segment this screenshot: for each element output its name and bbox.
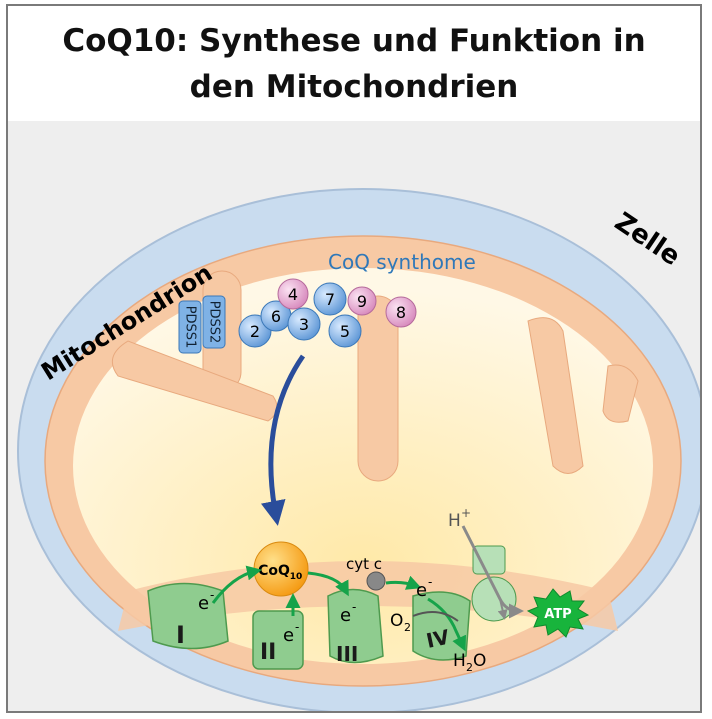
coq10-subscript: 10	[290, 572, 303, 582]
synthesis-arrow	[260, 354, 306, 526]
figure-frame: CoQ10: Synthese und Funktion in den Mito…	[6, 4, 702, 713]
coq-protein-label: 9	[357, 292, 367, 311]
coq-protein-7: 7	[313, 282, 347, 316]
crista-2	[357, 295, 399, 482]
coq-protein-label: 5	[340, 322, 350, 341]
atp-label: ATP	[544, 607, 571, 622]
h2o-o-label: O	[473, 651, 486, 671]
coq-protein-3: 3	[287, 307, 321, 341]
proton-arrow-down	[497, 598, 508, 620]
coq-protein-label: 4	[288, 285, 298, 304]
mitochondrion-diagram: Zelle Mitochondrion CoQ synthome PDSS2 P…	[8, 121, 700, 711]
complex-i-label: I	[176, 621, 185, 649]
electron-label: e	[283, 625, 294, 646]
cytochrome-c: cyt c	[346, 555, 386, 591]
electron-label: e	[340, 605, 351, 626]
oxygen-arrow	[412, 611, 459, 622]
hplus-superscript: +	[461, 506, 471, 520]
coq10-molecule: CoQ 10	[253, 541, 309, 597]
o2-subscript: 2	[404, 621, 411, 634]
electron-arrow-cytc-iv	[385, 575, 422, 590]
coq-protein-label: 3	[299, 315, 309, 334]
complex-iv: IV	[412, 591, 471, 661]
pdss2-label: PDSS2	[207, 301, 222, 344]
h2o-subscript: 2	[466, 661, 473, 674]
coq-protein-4: 4	[277, 278, 309, 310]
crista-5	[602, 364, 639, 423]
coq-protein-5: 5	[328, 314, 362, 348]
coq-protein-label: 2	[250, 322, 260, 341]
cytc-label: cyt c	[346, 555, 382, 573]
electron-superscript: -	[352, 600, 356, 614]
complex-ii-label: II	[260, 640, 276, 665]
coq10-label: CoQ	[258, 563, 290, 579]
complex-iii: III e -	[327, 588, 384, 666]
complex-ii: II e -	[252, 610, 304, 670]
page-title: CoQ10: Synthese und Funktion in den Mito…	[62, 22, 646, 105]
o2-label: O	[390, 611, 403, 631]
pdss1-box: PDSS1	[178, 300, 202, 354]
complex-iii-label: III	[336, 642, 358, 666]
electron-arrow-coq-iii	[307, 571, 349, 597]
synthome-label: CoQ synthome	[328, 250, 476, 274]
coq-synthome-cluster: 2 6 4 3 7 5 9	[238, 278, 417, 348]
complex-iv-label: IV	[424, 625, 452, 653]
electron-superscript: -	[210, 588, 214, 602]
coq-protein-label: 7	[325, 290, 335, 309]
pdss2-box: PDSS2	[202, 295, 226, 349]
electron-label: e	[198, 593, 209, 614]
coq-protein-label: 8	[396, 303, 406, 322]
atp-burst: ATP	[526, 588, 590, 638]
coq-protein-label: 6	[271, 307, 281, 326]
electron-arrow-i-coq	[211, 565, 262, 604]
electron-superscript: -	[295, 620, 299, 634]
electron-superscript: -	[428, 575, 432, 589]
h2o-h-label: H	[453, 651, 466, 671]
complex-i: I e -	[147, 582, 229, 650]
crista-3	[111, 340, 278, 422]
hplus-label: H	[448, 511, 461, 531]
coq-protein-9: 9	[347, 286, 377, 316]
crista-4	[527, 317, 584, 474]
title-box: CoQ10: Synthese und Funktion in den Mito…	[8, 6, 700, 123]
coq-protein-8: 8	[385, 296, 417, 328]
electron-label: e	[416, 580, 427, 601]
pdss1-label: PDSS1	[183, 306, 198, 349]
